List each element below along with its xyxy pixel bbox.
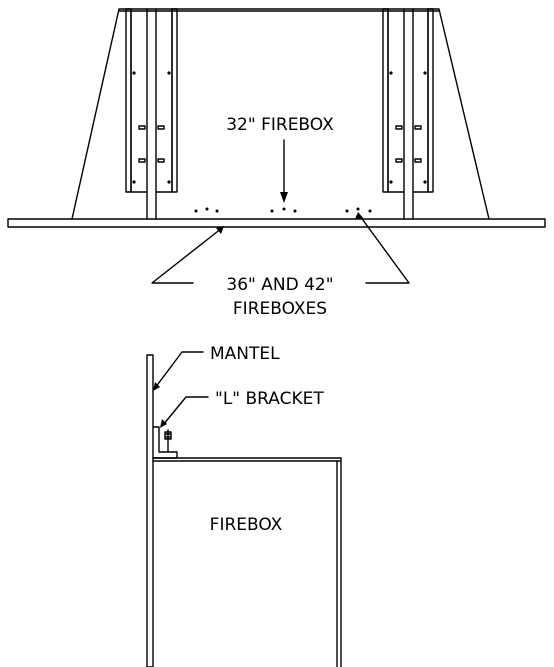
leader-l-bracket — [160, 396, 209, 428]
leader-36-42-right — [355, 212, 410, 284]
side-view: MANTEL "L" BRACKET FIREBOX — [146, 344, 342, 667]
label-firebox: FIREBOX — [210, 515, 283, 535]
label-mantel: MANTEL — [210, 344, 280, 364]
label-36-42-line2: FIREBOXES — [233, 299, 327, 319]
firebox-body — [152, 457, 342, 667]
leader-36-42-left — [151, 226, 224, 284]
mantel-board — [146, 354, 154, 667]
hood-outline — [71, 8, 490, 220]
label-32-firebox: 32" FIREBOX — [226, 115, 334, 135]
l-bracket — [152, 426, 178, 459]
top-view: 32" FIREBOX 36" AND 42" FIREBOXES — [7, 8, 546, 319]
left-bracket-channel — [125, 8, 178, 220]
leader-mantel — [153, 351, 204, 391]
arrow-32-firebox — [280, 139, 288, 203]
label-36-42-line1: 36" AND 42" — [226, 275, 333, 295]
right-bracket-channel — [382, 8, 434, 220]
mantel-plate — [7, 218, 546, 228]
mounting-dots — [194, 207, 372, 213]
label-l-bracket: "L" BRACKET — [215, 389, 324, 409]
